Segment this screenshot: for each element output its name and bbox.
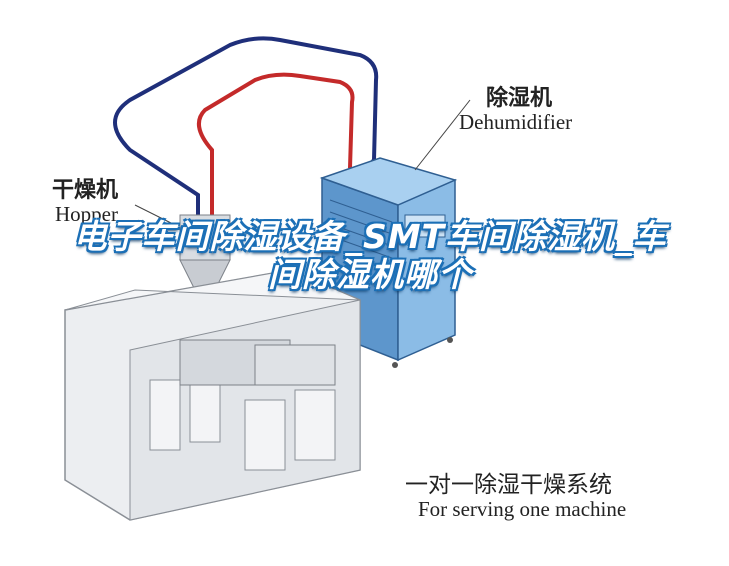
red-pipe	[196, 72, 355, 228]
injection-machine	[64, 269, 361, 521]
system-label-en: For serving one machine	[418, 497, 627, 521]
blue-pipe	[113, 36, 379, 230]
hopper-label-en: Hopper	[55, 202, 118, 226]
system-label-cn: 一对一除湿干燥系统	[405, 472, 612, 498]
dehumidifier-label-cn: 除湿机	[486, 86, 553, 111]
hopper-leader-line	[134, 204, 176, 226]
overlay-title: 电子车间除湿设备_SMT车间除湿机_车间除湿机哪个	[73, 217, 667, 294]
dehumidifier-label-en: Dehumidifier	[459, 110, 573, 134]
hopper-label-cn: 干燥机	[52, 178, 119, 203]
dehumidifier-leader-line	[414, 99, 471, 171]
